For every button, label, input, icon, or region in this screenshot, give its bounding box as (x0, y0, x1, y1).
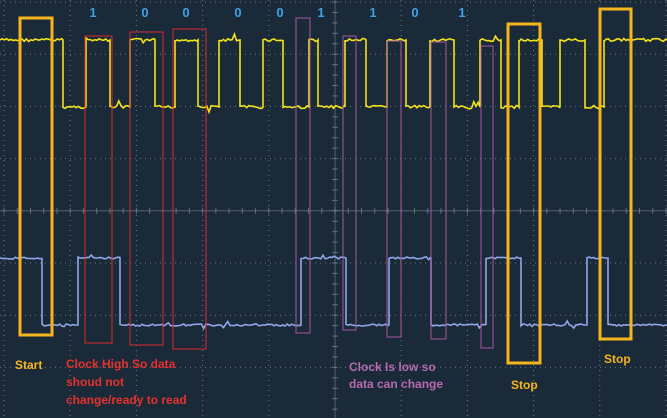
clock-high-label-line: shoud not (66, 375, 124, 389)
clock-high-boxes (84, 28, 207, 350)
clock-high-box (84, 35, 113, 344)
stop-box (598, 7, 633, 341)
bit-value: 0 (141, 5, 148, 20)
start-stop-boxes (18, 7, 633, 365)
stop-label: Stop (511, 378, 538, 392)
bit-value: 0 (234, 5, 241, 20)
start-box (18, 16, 54, 337)
bit-value: 0 (182, 5, 189, 20)
clock-low-label-line: data can change (349, 377, 443, 391)
clock-low-box (386, 40, 402, 338)
clock-low-label-line: Clock Is low so (349, 360, 436, 374)
bit-value: 0 (276, 5, 283, 20)
clock-high-label-line: change/ready to read (66, 393, 187, 407)
data-trace (0, 253, 667, 331)
bit-value: 1 (458, 5, 465, 20)
stop-box (506, 22, 542, 365)
clock-trace (0, 31, 667, 115)
clock-low-box (342, 35, 357, 331)
clock-high-label-line: Clock High So data (66, 357, 176, 371)
clock-low-box (480, 45, 494, 349)
stop-label: Stop (604, 352, 631, 366)
bit-value: 0 (411, 5, 418, 20)
bit-values: 1 0 0 0 0 1 1 0 1 (89, 5, 465, 20)
bit-value: 1 (369, 5, 376, 20)
clock-low-box (430, 41, 447, 340)
clock-low-box (295, 17, 311, 334)
start-label: Start (15, 358, 42, 372)
clock-high-box (129, 31, 164, 346)
clock-high-box (172, 28, 207, 350)
clock-low-boxes (295, 17, 494, 349)
bit-value: 1 (317, 5, 324, 20)
bit-value: 1 (89, 5, 96, 20)
